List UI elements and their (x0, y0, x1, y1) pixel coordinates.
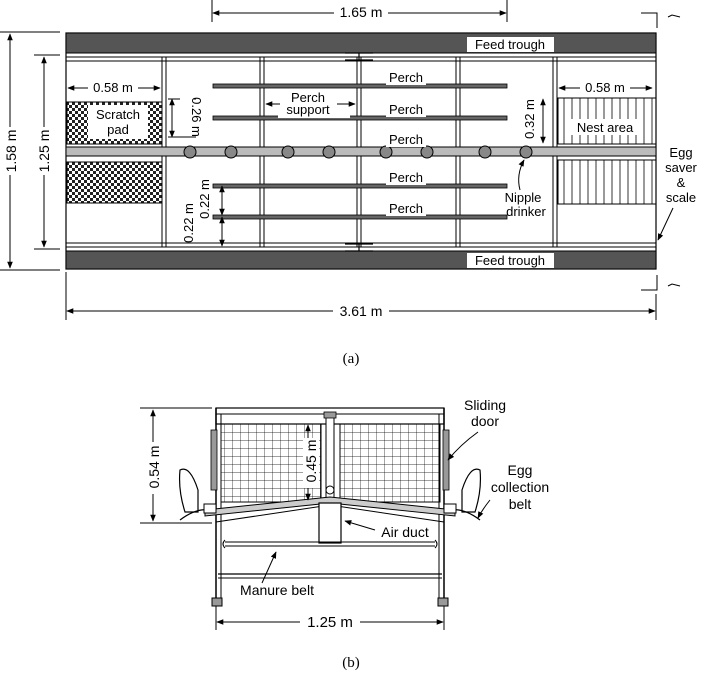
perch-support-label-2: support (286, 102, 330, 117)
dim-scratch-width-label: 0.58 m (93, 80, 133, 95)
perch-label-3: Perch (389, 132, 423, 147)
egg-collection-label-3: belt (509, 496, 532, 512)
egg-saver-label-1: Egg (669, 145, 692, 160)
dim-top-width-label: 1.65 m (340, 4, 383, 20)
nipple-drinker-label-2: drinker (506, 204, 546, 219)
nipple-drinker-label-1: Nipple (505, 190, 542, 205)
drinker-line (65, 146, 657, 157)
manure-belt (225, 541, 435, 547)
egg-collection-label-1: Egg (508, 462, 533, 478)
perch-label-1: Perch (389, 70, 423, 85)
dim-lower-gap-2-label: 0.22 m (181, 203, 196, 243)
sliding-door-label-1: Sliding (464, 397, 506, 413)
dim-lower-gap-1-label: 0.22 m (197, 179, 212, 219)
dim-width-label: 1.25 m (307, 614, 353, 631)
sloped-floor (204, 496, 456, 517)
feed-trough-bottom-label: Feed trough (475, 253, 545, 268)
egg-saver-label-2: saver (665, 160, 697, 175)
manure-belt-label: Manure belt (240, 582, 314, 598)
center-post (325, 413, 335, 510)
perches (212, 83, 508, 220)
air-duct (318, 502, 342, 544)
egg-saver-label-4: scale (666, 190, 696, 205)
perch-label-4: Perch (389, 170, 423, 185)
egg-collection-label-2: collection (491, 479, 549, 495)
plan-view: 1.65 m Feed trough Feed trough (0, 0, 698, 367)
nest-area-bottom (557, 159, 657, 205)
perch-support-label-1: Perch (291, 90, 325, 105)
scratch-pad-label-2: pad (107, 122, 129, 137)
egg-saver-label-3: & (677, 175, 686, 190)
dim-top-width: 1.65 m (211, 0, 508, 22)
feed-trough-top (65, 32, 657, 54)
section-marker-bottom (641, 275, 681, 291)
perch-label-5: Perch (389, 201, 423, 216)
nest-area-label: Nest area (577, 120, 634, 135)
panel-label-b: (b) (342, 655, 360, 671)
dim-height-label: 0.54 m (146, 446, 162, 489)
dim-inner-depth-label: 1.25 m (36, 130, 52, 173)
feeder-right (461, 468, 482, 513)
section-marker-top (641, 12, 681, 28)
dim-nest-gap-label: 0.32 m (522, 99, 537, 139)
perch-label-2: Perch (389, 102, 423, 117)
feed-trough-bottom (65, 250, 657, 270)
scratch-pad-bottom (66, 161, 163, 204)
scratch-pad-label-1: Scratch (96, 107, 140, 122)
wire-mesh-right (339, 423, 441, 503)
feed-trough-top-label: Feed trough (475, 37, 545, 52)
cross-section-view: Air duct Manure belt Sliding door Egg co… (140, 397, 549, 671)
dim-outer-depth-label: 1.58 m (3, 130, 19, 173)
nipple-drinkers (183, 145, 533, 159)
panel-label-a: (a) (343, 351, 360, 367)
sliding-door-label-2: door (471, 413, 499, 429)
dim-perch-gap-label: 0.26 m (189, 97, 204, 137)
dim-total-length-label: 3.61 m (340, 303, 383, 319)
feeder-left (178, 468, 199, 513)
dim-cage-height-label: 0.45 m (303, 440, 319, 483)
dim-nest-width-label: 0.58 m (585, 80, 625, 95)
air-duct-label: Air duct (381, 524, 429, 540)
